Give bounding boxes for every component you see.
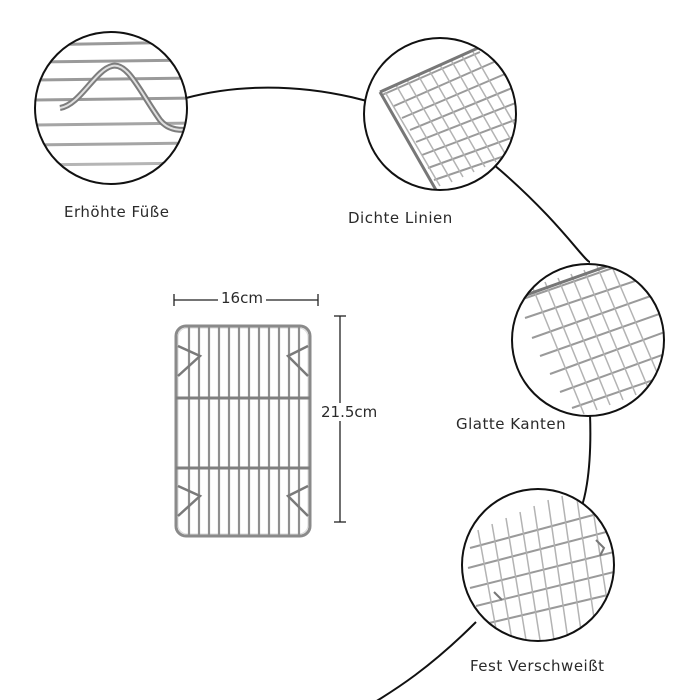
detail-smooth-edges [511,263,665,417]
label-dense-lines: Dichte Linien [348,209,453,227]
label-firmly-welded: Fest Verschweißt [470,657,605,675]
height-label: 21.5cm [318,403,381,421]
detail-dense-lines [363,37,517,191]
width-label: 16cm [218,289,266,307]
detail-firmly-welded [461,488,615,642]
label-raised-feet: Erhöhte Füße [64,203,170,221]
detail-raised-feet [34,31,188,185]
label-smooth-edges: Glatte Kanten [456,415,567,433]
cooling-rack [174,324,312,538]
